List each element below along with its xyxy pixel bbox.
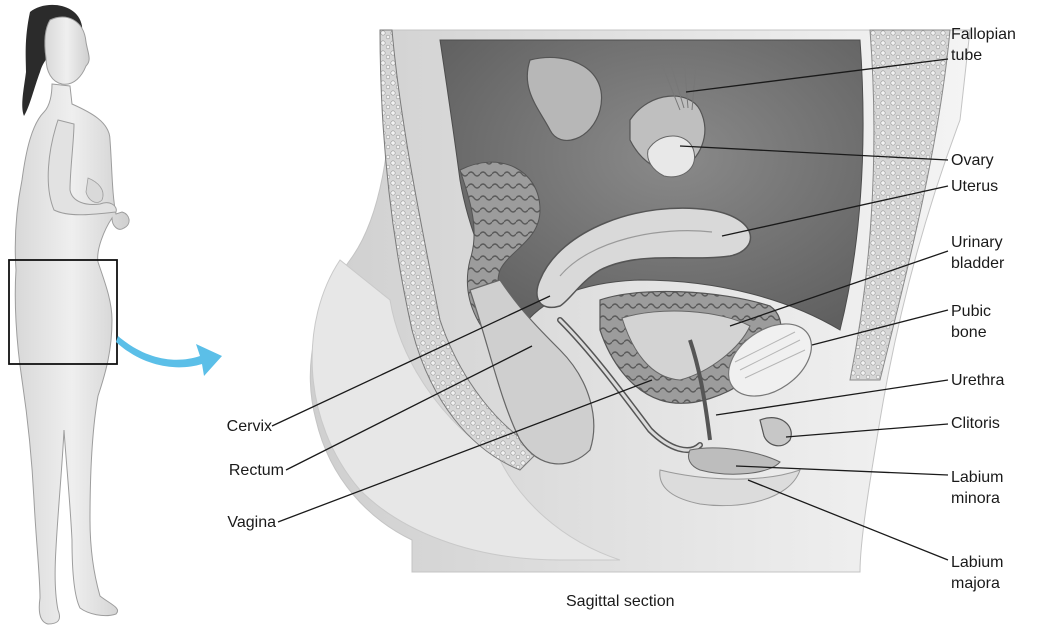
zoom-arrow-icon — [116, 336, 222, 376]
label-labium-majora: Labium majora — [951, 552, 1003, 594]
label-uterus: Uterus — [951, 176, 998, 197]
label-rectum: Rectum — [208, 460, 284, 481]
standing-figure — [9, 5, 129, 624]
label-fallopian-tube: Fallopian tube — [951, 24, 1016, 66]
label-vagina: Vagina — [208, 512, 276, 533]
label-urinary-bladder: Urinary bladder — [951, 232, 1004, 274]
label-labium-minora: Labium minora — [951, 467, 1003, 509]
label-urethra: Urethra — [951, 370, 1004, 391]
label-cervix: Cervix — [208, 416, 272, 437]
label-pubic-bone: Pubic bone — [951, 301, 991, 343]
sagittal-section — [310, 30, 970, 572]
figure-caption: Sagittal section — [566, 593, 675, 611]
label-ovary: Ovary — [951, 150, 994, 171]
label-clitoris: Clitoris — [951, 413, 1000, 434]
